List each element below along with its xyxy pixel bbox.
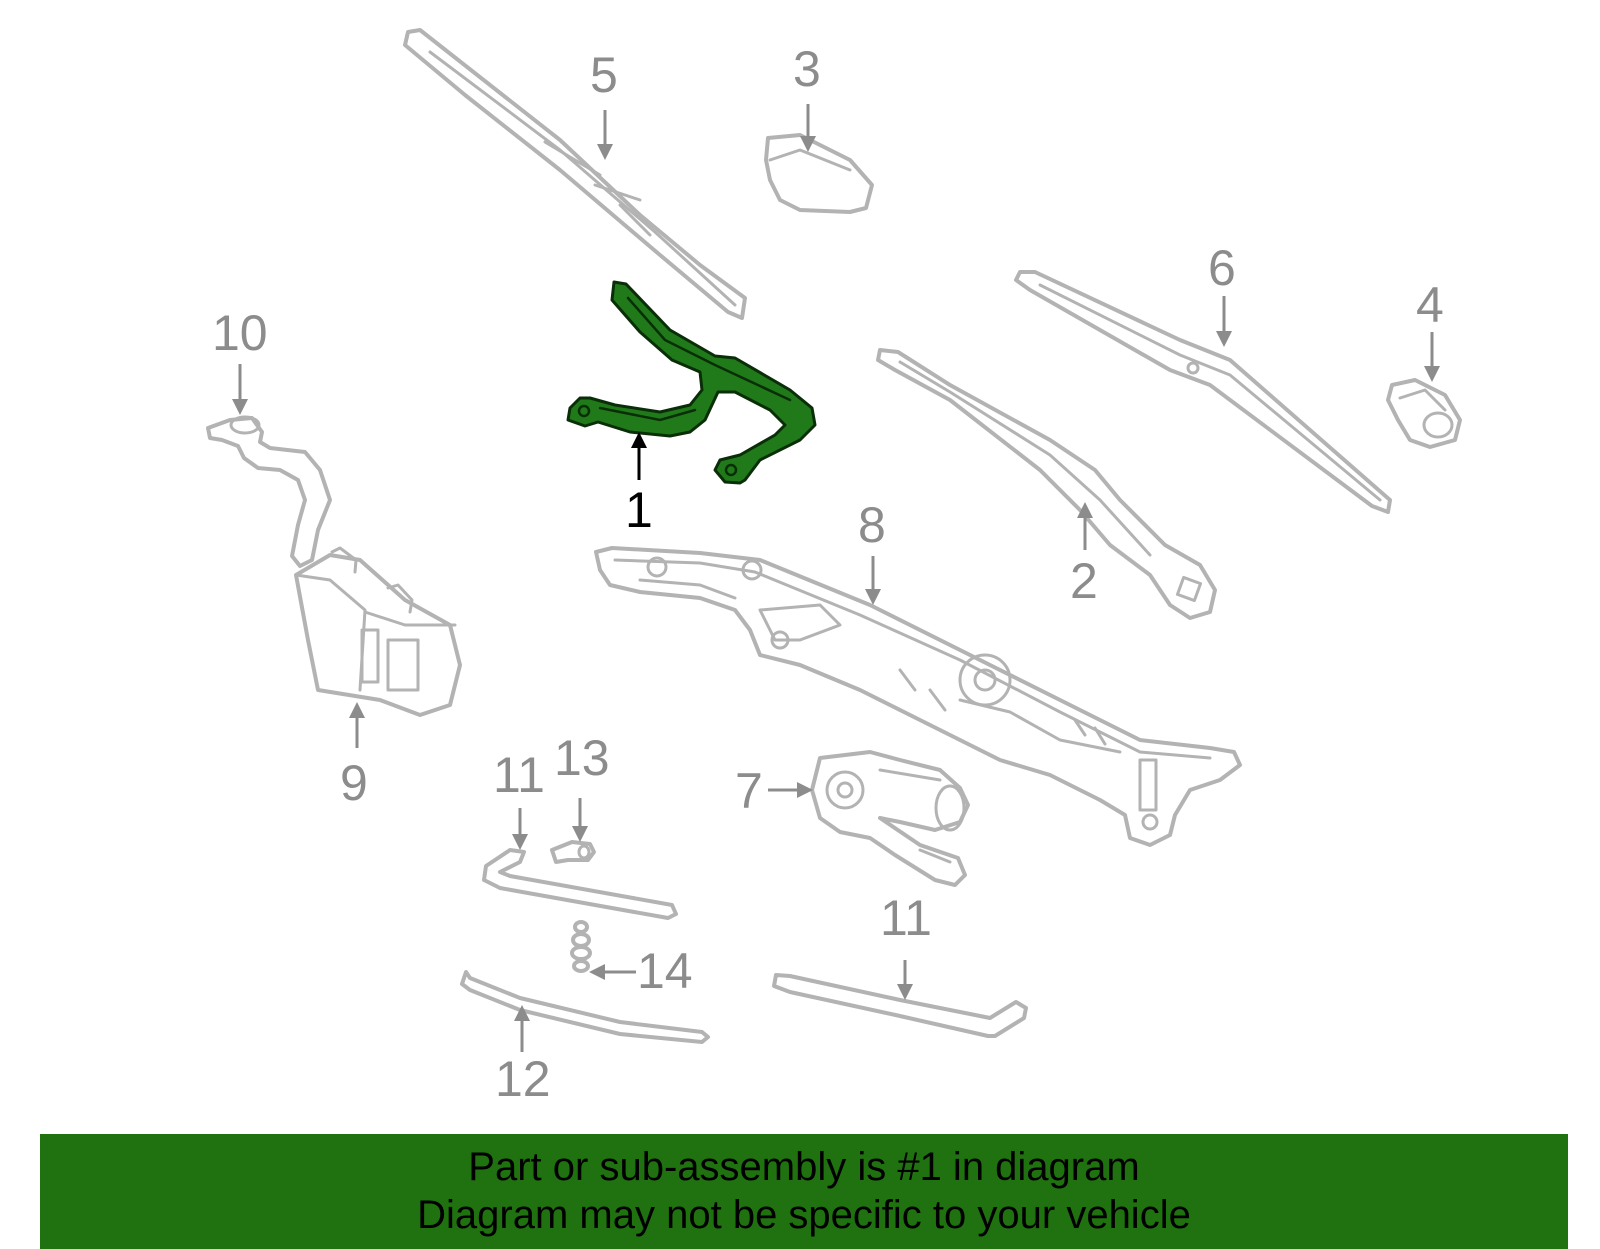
- part-6-wiper-blade[interactable]: [1014, 270, 1392, 514]
- part-5-wiper-blade[interactable]: [403, 28, 747, 320]
- callout-2: 2: [1070, 553, 1098, 609]
- info-banner: Part or sub-assembly is #1 in diagram Di…: [40, 1134, 1568, 1249]
- leader-arrows: [232, 104, 1440, 1052]
- part-12-washer-hose[interactable]: [460, 970, 710, 1044]
- callout-labels: 5 3 6 4 10 1 2 8 9 7 11 13 14 12 11: [212, 41, 1444, 1107]
- callout-4: 4: [1416, 277, 1444, 333]
- part-14-clip[interactable]: [570, 920, 592, 973]
- part-11-washer-hose-left[interactable]: [482, 848, 678, 920]
- callout-12: 12: [495, 1051, 551, 1107]
- callout-10: 10: [212, 305, 268, 361]
- callout-8: 8: [858, 497, 886, 553]
- part-9-washer-reservoir[interactable]: [294, 546, 462, 717]
- callout-13: 13: [554, 730, 610, 786]
- callout-3: 3: [793, 41, 821, 97]
- part-7-wiper-motor[interactable]: [810, 750, 970, 887]
- parts-diagram: 5 3 6 4 10 1 2 8 9 7 11 13 14 12 11: [206, 28, 1462, 1107]
- part-4-arm-cap[interactable]: [1386, 378, 1462, 449]
- callout-1: 1: [625, 482, 653, 538]
- callout-6: 6: [1208, 240, 1236, 296]
- callout-11-left: 11: [493, 747, 545, 803]
- part-10-filler-neck[interactable]: [206, 415, 332, 568]
- callout-14: 14: [637, 943, 693, 999]
- callout-7: 7: [735, 763, 763, 819]
- callout-5: 5: [590, 47, 618, 103]
- part-2-wiper-arm[interactable]: [876, 348, 1217, 620]
- part-1-wiper-arm-highlighted[interactable]: [566, 280, 817, 485]
- part-8-wiper-linkage[interactable]: [594, 546, 1242, 847]
- banner-line-2: Diagram may not be specific to your vehi…: [417, 1193, 1191, 1237]
- callout-9: 9: [340, 755, 368, 811]
- part-11-washer-hose-right[interactable]: [772, 973, 1028, 1038]
- callout-11-right: 11: [880, 890, 932, 946]
- banner-line-1: Part or sub-assembly is #1 in diagram: [468, 1145, 1140, 1189]
- part-13-hose-connector[interactable]: [550, 840, 596, 864]
- part-3-arm-cap[interactable]: [764, 133, 874, 214]
